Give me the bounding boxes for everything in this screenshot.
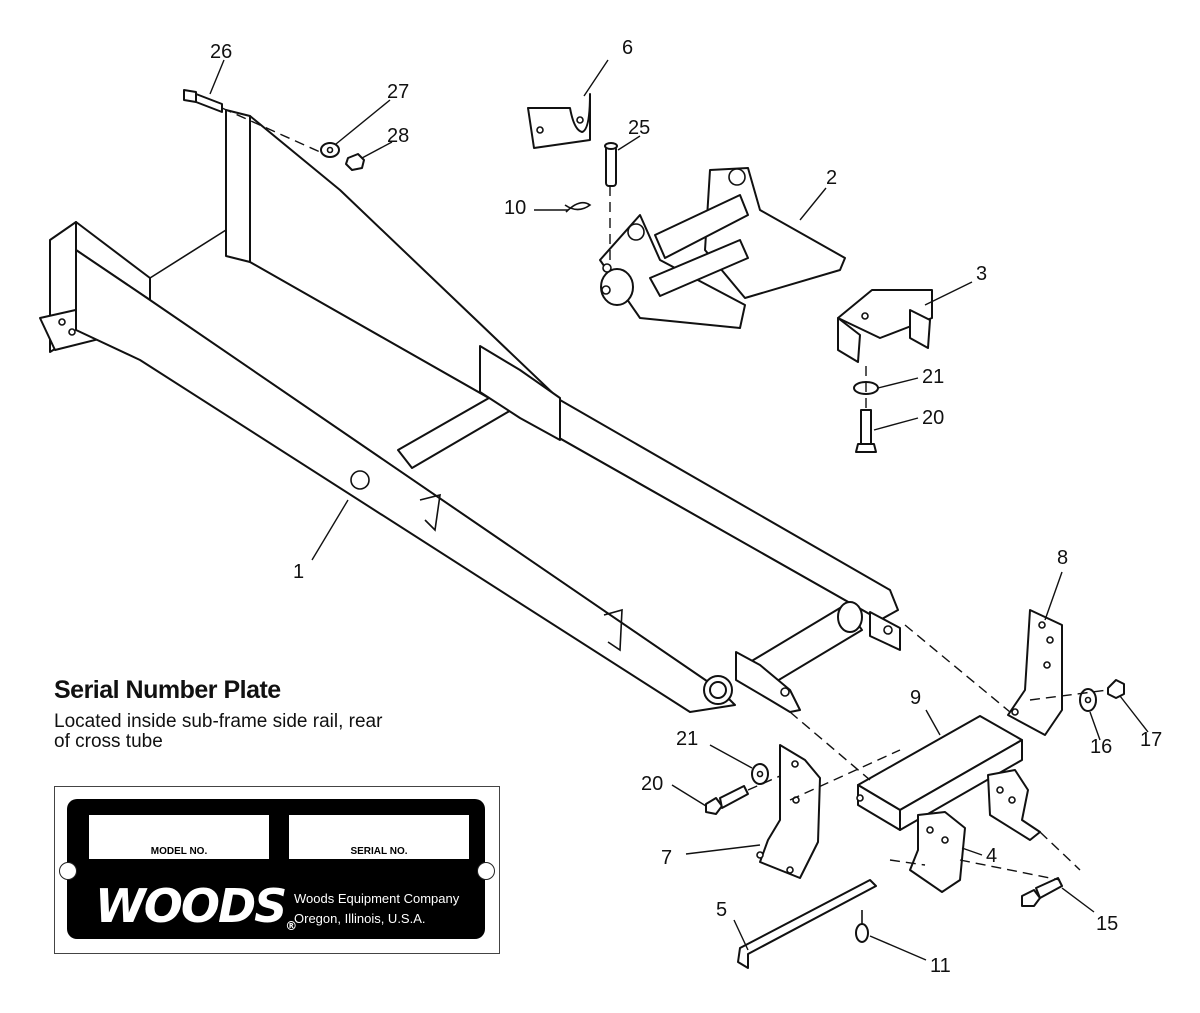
serial-plate-title: Serial Number Plate [54,676,281,704]
callout-5: 5 [716,899,727,921]
bolt-20-upper [855,409,877,453]
serial-number-plate: MODEL NO. SERIAL NO. WOODS® Woods Equipm… [54,786,500,954]
callout-25: 25 [628,117,650,139]
nut-28 [345,153,365,171]
callout-15: 15 [1096,913,1118,935]
callout-3: 3 [976,263,987,285]
cross-channel [856,715,1023,831]
callout-16: 16 [1090,736,1112,758]
main-frame [39,109,901,713]
callout-6: 6 [622,37,633,59]
clamp-bracket [837,289,933,363]
callout-27: 27 [387,81,409,103]
washer-16 [1079,688,1097,712]
callout-1: 1 [293,561,304,583]
callout-11: 11 [930,955,951,977]
serial-number-field: SERIAL NO. [289,815,469,859]
callout-7: 7 [661,847,672,869]
callout-20-lower: 20 [641,773,663,795]
hitch-pin [604,142,618,265]
serial-plate-note: Located inside sub-frame side rail, rear… [54,711,383,752]
hair-pin-clip [564,201,592,213]
bolt-20-lower [705,785,749,815]
small-bracket [987,769,1041,841]
nut-17 [1107,679,1125,699]
woods-logo: WOODS® [95,879,297,933]
ring-pin-11 [855,910,869,943]
registered-mark: ® [285,919,297,933]
washer-27 [320,142,340,158]
callout-9: 9 [910,687,921,709]
hitch-bracket [599,167,846,329]
washer-21-upper [853,366,879,410]
washer-21-lower [751,763,769,785]
mounting-hole-right [477,862,495,880]
callout-21-lower: 21 [676,728,698,750]
callout-10: 10 [504,197,526,219]
company-name: Woods Equipment Company [294,891,460,906]
right-mount-bracket [1007,609,1063,736]
leader-lines [209,59,1149,961]
spacer-plate [527,93,591,149]
company-info: Woods Equipment Company Oregon, Illinois… [294,889,459,929]
callout-4: 4 [986,845,997,867]
callout-21-upper: 21 [922,366,944,388]
callout-20-upper: 20 [922,407,944,429]
plate-face: MODEL NO. SERIAL NO. WOODS® Woods Equipm… [67,799,485,939]
left-mount-bracket [756,744,821,879]
model-number-field: MODEL NO. [89,815,269,859]
company-location: Oregon, Illinois, U.S.A. [294,911,426,926]
callout-17: 17 [1140,729,1162,751]
serial-number-label: SERIAL NO. [350,846,408,857]
mounting-hole-left [59,862,77,880]
rod-5 [737,879,877,969]
bolt-15 [1021,877,1063,907]
bolt-26 [183,89,321,153]
callout-labels: 26 27 28 6 25 10 2 3 21 20 1 8 9 21 20 7… [210,37,1162,977]
assembly-lines [747,624,1109,881]
callout-8: 8 [1057,547,1068,569]
angle-bracket-4 [909,811,966,893]
callout-2: 2 [826,167,837,189]
brand-name: WOODS [95,879,287,933]
callout-26: 26 [210,41,232,63]
callout-28: 28 [387,125,409,147]
model-number-label: MODEL NO. [150,846,208,857]
